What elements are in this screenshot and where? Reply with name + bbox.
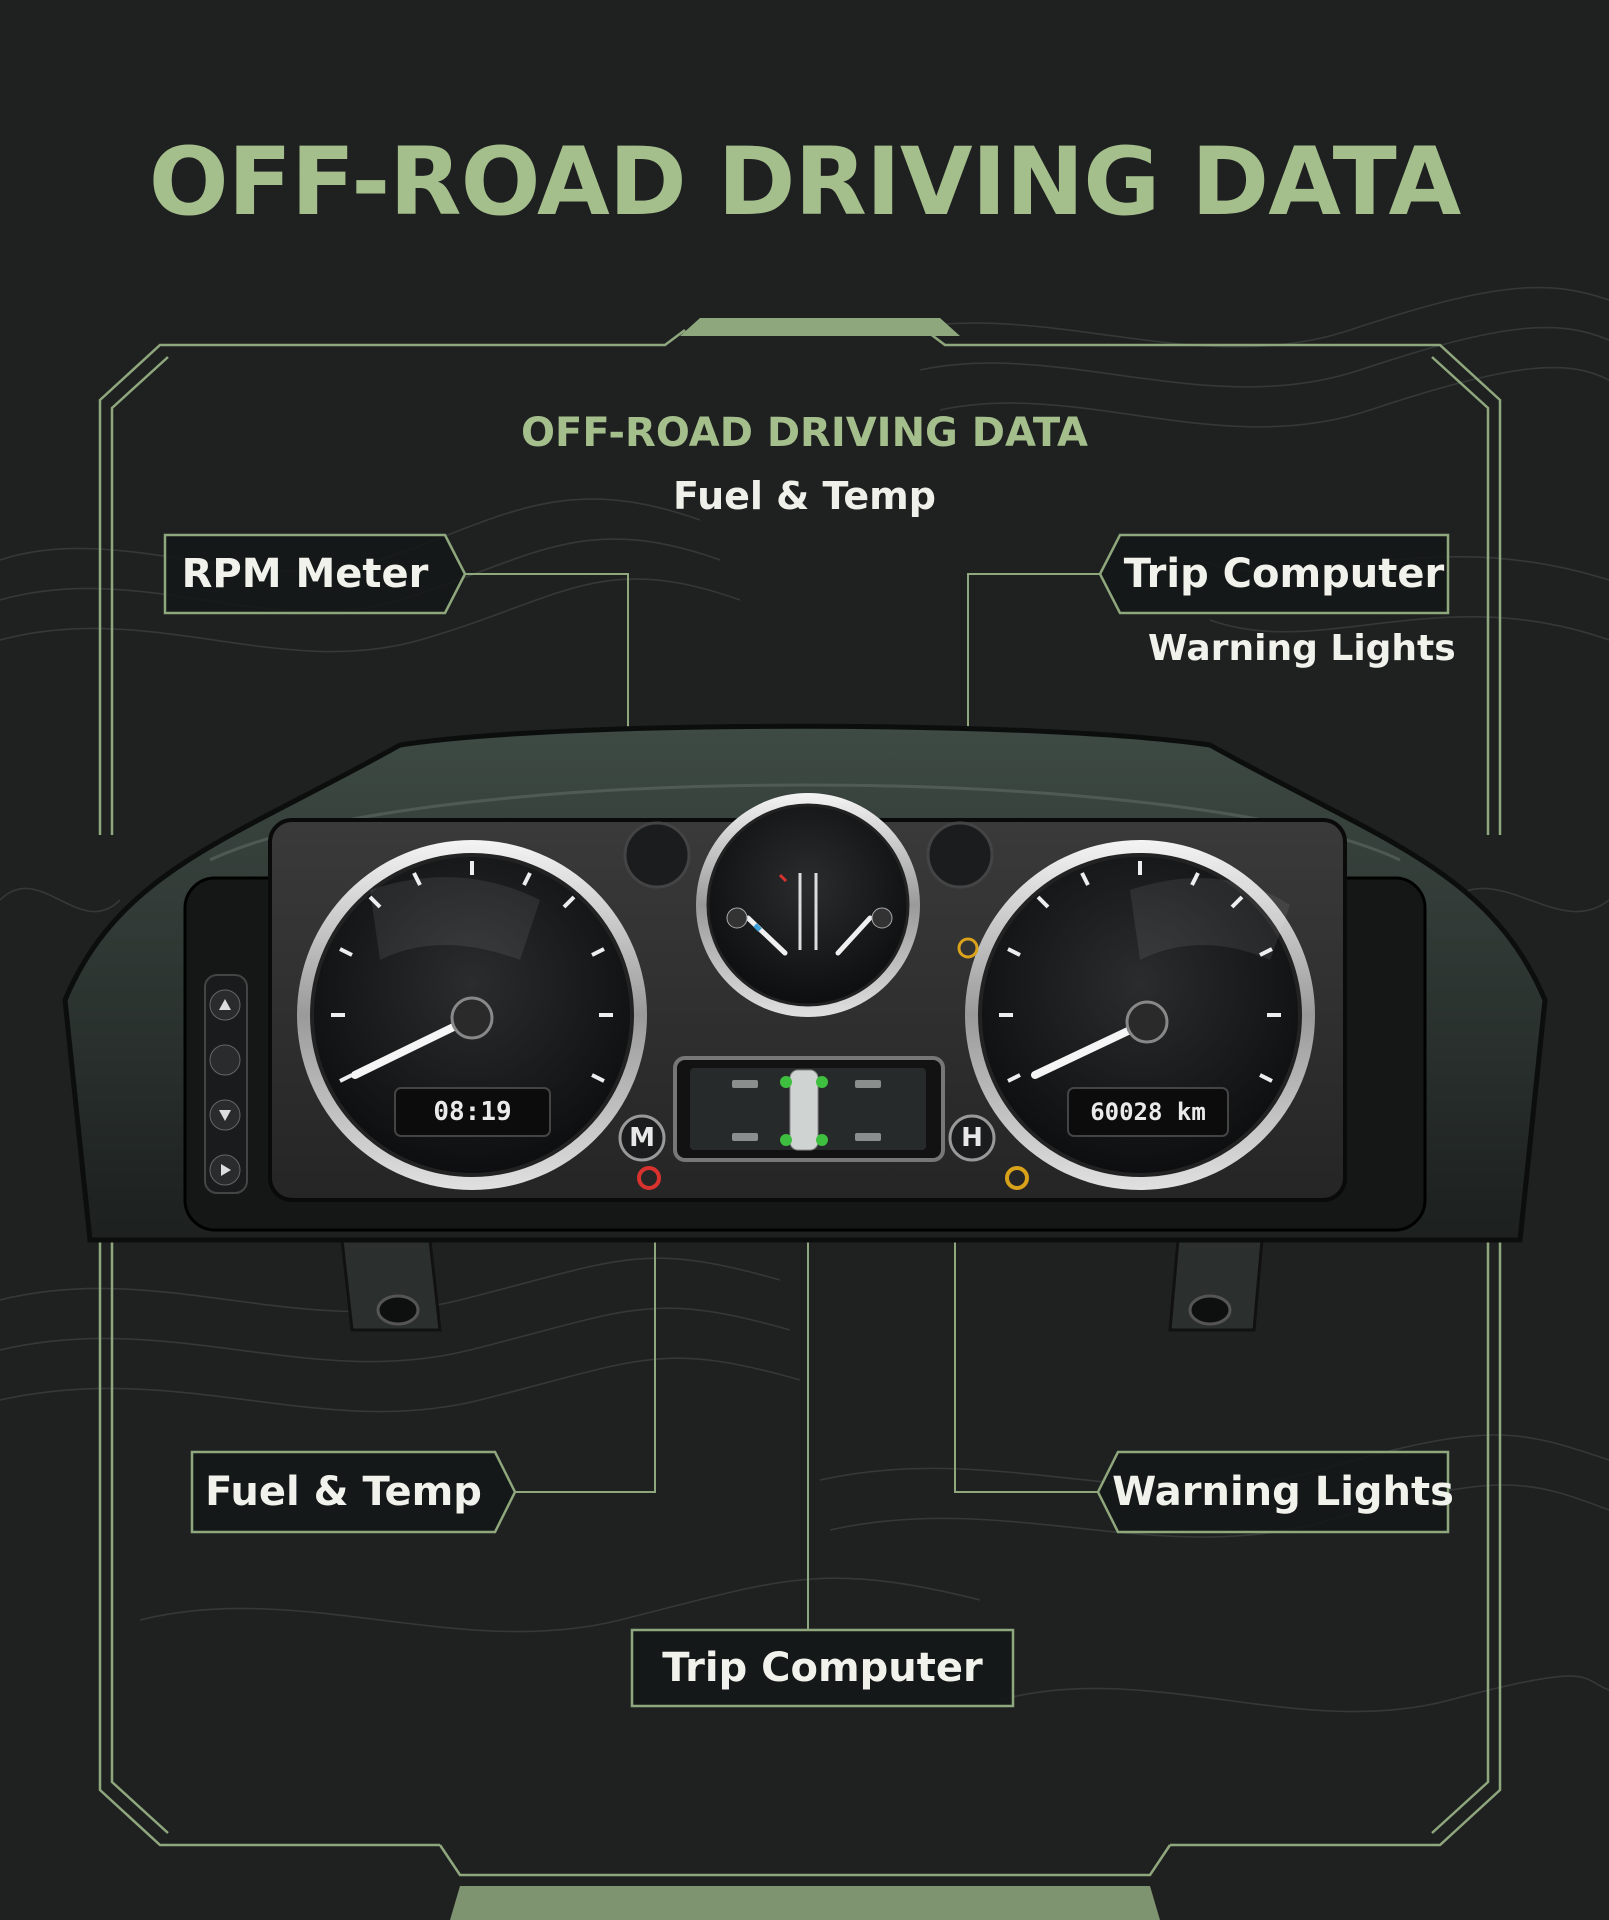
- panel-subheading: Fuel & Temp: [673, 474, 936, 518]
- label-warning-lights: Warning Lights: [1112, 1469, 1454, 1515]
- frame-top-plate: [680, 318, 960, 336]
- main-title: OFF-ROAD DRIVING DATA: [148, 128, 1461, 237]
- instrument-cluster: [62, 723, 1548, 1332]
- label-rpm-meter: RPM Meter: [181, 551, 429, 597]
- clock-display: 08:19: [433, 1097, 512, 1127]
- tag-frames: [163, 533, 1450, 1708]
- label-trip-computer: Trip Computer: [662, 1645, 983, 1691]
- mode-button-h[interactable]: H: [961, 1123, 983, 1153]
- label-warning-lights-top: Warning Lights: [1148, 628, 1456, 669]
- odometer-display: 60028 km: [1090, 1098, 1206, 1126]
- mode-button-m[interactable]: M: [629, 1123, 655, 1153]
- label-trip-computer-top: Trip Computer: [1123, 551, 1445, 597]
- hud-frame: [98, 329, 1502, 1877]
- frame-bottom-plate: [450, 1886, 1160, 1920]
- label-fuel-temp: Fuel & Temp: [205, 1469, 482, 1515]
- panel-heading: OFF-ROAD DRIVING DATA: [521, 410, 1088, 456]
